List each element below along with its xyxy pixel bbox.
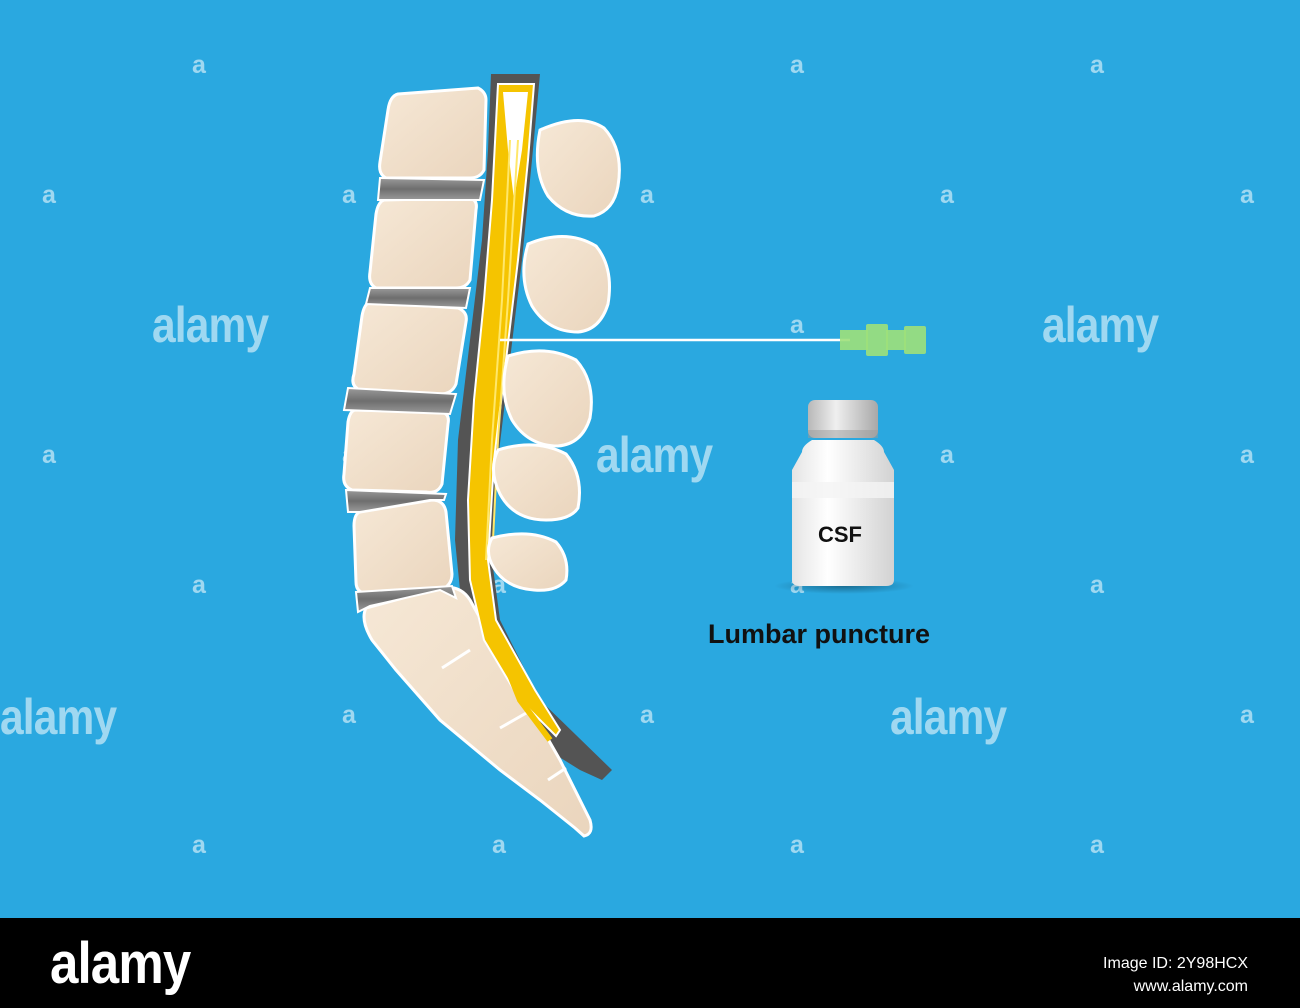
spine-illustration <box>342 74 926 838</box>
spinous-process-2 <box>522 234 611 334</box>
watermark-mark: a <box>342 181 356 209</box>
spinal-needle <box>500 324 926 356</box>
disc-3 <box>342 386 458 416</box>
spinous-process-5 <box>487 532 569 592</box>
diagram-caption: Lumbar puncture <box>708 619 931 649</box>
watermark-text: alamy <box>890 689 1007 745</box>
disc-5 <box>354 584 458 614</box>
watermark-text: alamy <box>152 297 269 353</box>
vertebra-4 <box>342 408 450 494</box>
spinous-process-3 <box>502 349 593 448</box>
watermark-text: alamy <box>596 427 713 483</box>
watermark-mark: a <box>1240 181 1254 209</box>
watermark-mark: a <box>790 831 804 859</box>
watermark-mark: a <box>940 181 954 209</box>
csf-vial <box>774 400 914 594</box>
vertebra-1 <box>378 86 488 180</box>
spinous-process-4 <box>492 443 581 522</box>
watermark-mark: a <box>492 831 506 859</box>
watermark-mark: a <box>192 571 206 599</box>
spinal-cord <box>466 83 562 742</box>
footer-meta: Image ID: 2Y98HCX www.alamy.com <box>1103 952 1248 998</box>
watermark-mark: a <box>1090 51 1104 79</box>
spinous-processes <box>487 118 621 592</box>
disc-2 <box>364 287 472 310</box>
watermark-mark: a <box>42 441 56 469</box>
vial-label: CSF <box>818 522 862 547</box>
spinous-process-1 <box>535 118 621 218</box>
footer-logo: alamy <box>50 931 191 996</box>
site-url: www.alamy.com <box>1133 978 1248 996</box>
footer-bar <box>0 918 1300 1008</box>
intervertebral-discs <box>342 176 486 614</box>
vertebra-5 <box>352 498 454 596</box>
watermark-mark: a <box>342 701 356 729</box>
watermark-text: alamy <box>1042 297 1159 353</box>
watermark-text: alamy <box>0 689 117 745</box>
watermark-mark: a <box>1240 441 1254 469</box>
watermark-mark: a <box>1240 701 1254 729</box>
vertebral-bodies <box>342 86 593 838</box>
watermark-mark: a <box>640 181 654 209</box>
image-id: Image ID: 2Y98HCX <box>1103 955 1248 972</box>
watermark-mark: a <box>1090 571 1104 599</box>
vertebra-3 <box>351 300 468 396</box>
watermark-mark: a <box>640 701 654 729</box>
watermark-mark: a <box>1090 831 1104 859</box>
illustration-area: alamy alamy alamy alamy alamy a a a a a … <box>0 0 1300 918</box>
watermark-mark: a <box>42 181 56 209</box>
disc-1 <box>376 176 486 201</box>
vertebra-2 <box>368 196 478 290</box>
sacrum <box>362 585 593 838</box>
disc-4 <box>344 488 448 513</box>
watermark-mark: a <box>192 831 206 859</box>
watermark-mark: a <box>790 311 804 339</box>
watermark-mark: a <box>940 441 954 469</box>
watermark-mark: a <box>192 51 206 79</box>
watermark-mark: a <box>790 51 804 79</box>
